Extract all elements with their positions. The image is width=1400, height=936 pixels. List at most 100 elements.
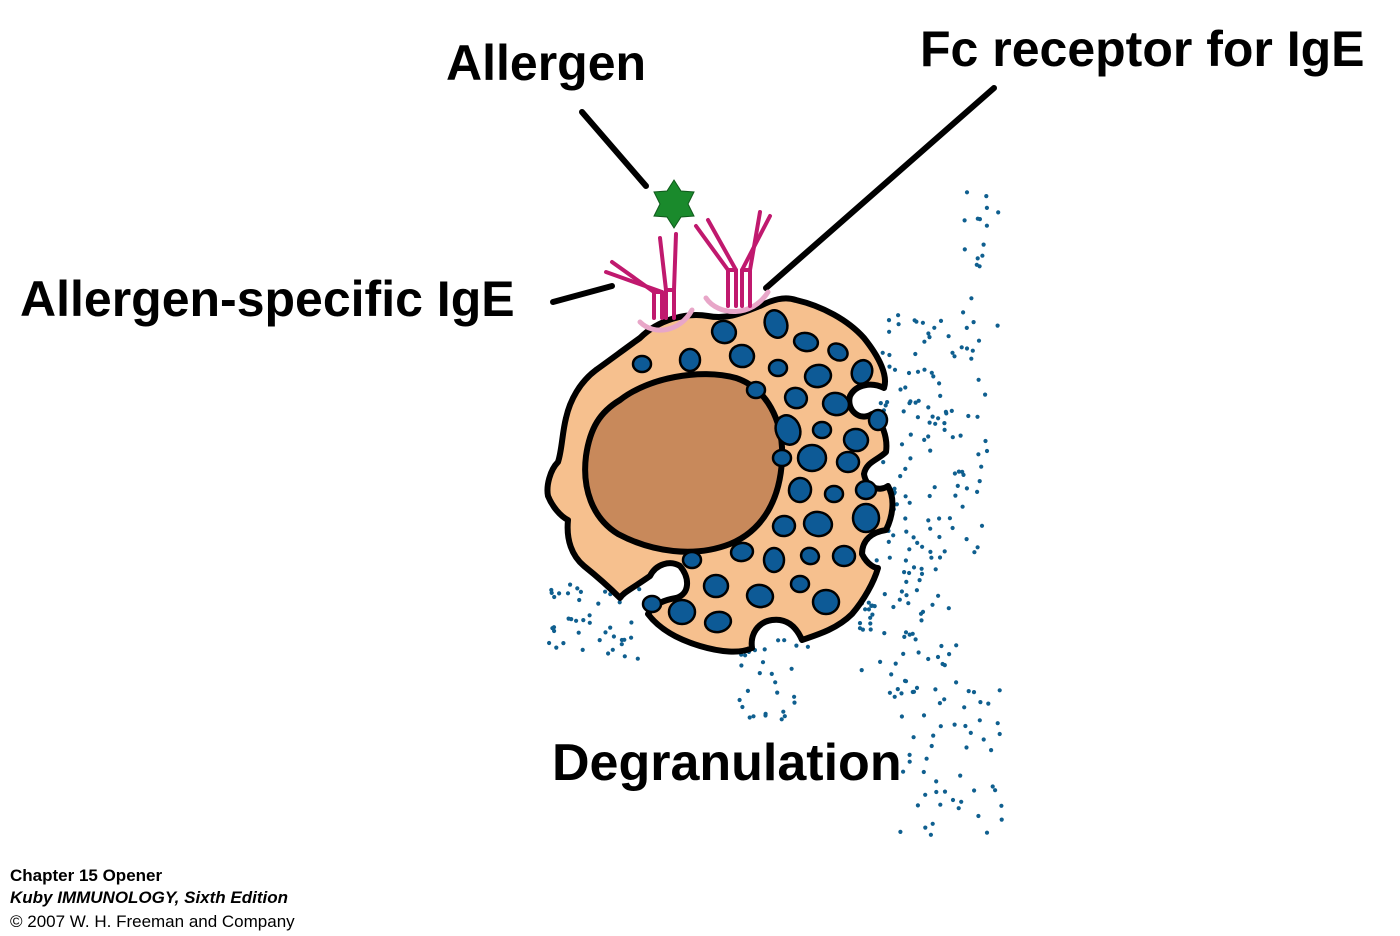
mediator-dot	[984, 194, 989, 199]
mediator-dot	[914, 319, 919, 324]
mediator-dot	[597, 638, 602, 643]
credit-chapter: Chapter 15 Opener	[10, 866, 163, 885]
mediator-dot	[929, 370, 934, 375]
mediator-dot	[887, 555, 892, 560]
mediator-dot	[622, 654, 627, 659]
mediator-dot	[975, 414, 980, 419]
mediator-dot	[954, 680, 959, 685]
mediator-dot	[872, 604, 877, 609]
mediator-dot	[950, 435, 955, 440]
mediator-dot	[915, 540, 920, 546]
mediator-dot	[979, 523, 985, 528]
mediator-dot	[935, 654, 941, 660]
mediator-dot	[887, 352, 892, 358]
mediator-dot	[870, 612, 875, 617]
granule	[729, 541, 755, 563]
mediator-dot	[926, 518, 931, 523]
allergen-star	[653, 179, 695, 229]
mediator-dot	[924, 756, 929, 761]
mediator-dot	[899, 691, 904, 696]
ige-antibodies	[604, 210, 772, 320]
mediator-dot	[610, 647, 615, 652]
mediator-dot	[942, 663, 947, 668]
allergen-leader-line	[579, 109, 649, 189]
mediator-dot	[903, 679, 909, 684]
granule	[631, 354, 653, 374]
mediator-dot	[932, 485, 937, 490]
mediator-dot	[568, 582, 573, 587]
mediator-dot	[943, 409, 949, 414]
mediator-dot	[971, 320, 976, 325]
mediator-dot	[997, 688, 1002, 693]
mediator-dot	[978, 700, 983, 705]
credit-book-title: Kuby IMMUNOLOGY, Sixth Edition	[10, 888, 288, 907]
granule	[811, 420, 833, 440]
mediator-dot	[869, 603, 874, 609]
mediator-dot	[574, 618, 579, 623]
mediator-dot	[922, 339, 927, 344]
granule	[787, 476, 813, 504]
mediator-dot	[950, 525, 955, 531]
mediator-dot	[901, 409, 906, 414]
mediator-dot	[868, 615, 873, 620]
mediator-dot	[930, 414, 935, 419]
mediator-dot	[995, 721, 1000, 726]
mediator-dot	[899, 589, 905, 594]
ige-leader-line	[550, 283, 615, 305]
mediator-dot	[926, 405, 931, 410]
mediator-dot	[923, 792, 928, 797]
mediator-dot	[920, 609, 926, 615]
mediator-dot	[575, 586, 580, 591]
mediator-dot	[603, 589, 608, 594]
mediator-dot	[898, 474, 903, 479]
granule	[851, 502, 881, 534]
mediator-dot	[892, 367, 898, 372]
mediator-dot	[908, 432, 913, 437]
mediator-dot	[576, 630, 581, 635]
mediator-dot	[860, 627, 866, 632]
mediator-dot	[896, 322, 901, 327]
mediator-dot	[917, 578, 922, 583]
mediator-dot	[903, 466, 908, 471]
mediator-dot	[606, 651, 611, 656]
mediator-dot	[927, 335, 932, 340]
mediator-dot	[989, 748, 994, 753]
mediator-dot	[927, 420, 932, 425]
mediator-dot	[953, 493, 958, 498]
mediator-dot	[964, 537, 969, 542]
mediator-dot	[775, 690, 780, 695]
mediator-dot	[740, 704, 745, 710]
mediator-dot	[883, 403, 888, 408]
mediator-dot	[751, 714, 756, 719]
mediator-dot	[984, 205, 990, 210]
granule	[835, 450, 861, 474]
mediator-dot	[577, 597, 582, 603]
granule	[850, 358, 874, 386]
mediator-dot	[782, 638, 787, 643]
released-mediator-dots	[547, 190, 1004, 837]
mediator-dot	[886, 318, 892, 323]
mediator-dot	[983, 438, 988, 444]
mediator-dot	[915, 369, 921, 374]
mediator-dot	[581, 618, 586, 623]
mediator-dot	[976, 377, 981, 382]
granule	[771, 448, 793, 468]
mediator-dot	[938, 724, 943, 729]
mediator-dot	[608, 625, 613, 630]
mediator-dot	[922, 437, 927, 442]
granule	[803, 363, 833, 389]
degranulation-label: Degranulation	[552, 734, 902, 792]
mediator-dot	[976, 452, 981, 457]
mediator-dot	[907, 547, 912, 552]
mediator-dot	[956, 469, 962, 474]
mediator-dot	[792, 700, 797, 705]
mediator-dot	[913, 351, 918, 357]
mediator-dot	[937, 534, 942, 540]
granule	[854, 479, 878, 501]
mediator-dot	[619, 642, 624, 647]
mediator-dot	[565, 591, 571, 596]
mediator-dot	[952, 354, 957, 359]
mediator-dot	[903, 385, 908, 390]
mediator-dot	[995, 323, 1000, 328]
mediator-dot	[907, 632, 912, 637]
